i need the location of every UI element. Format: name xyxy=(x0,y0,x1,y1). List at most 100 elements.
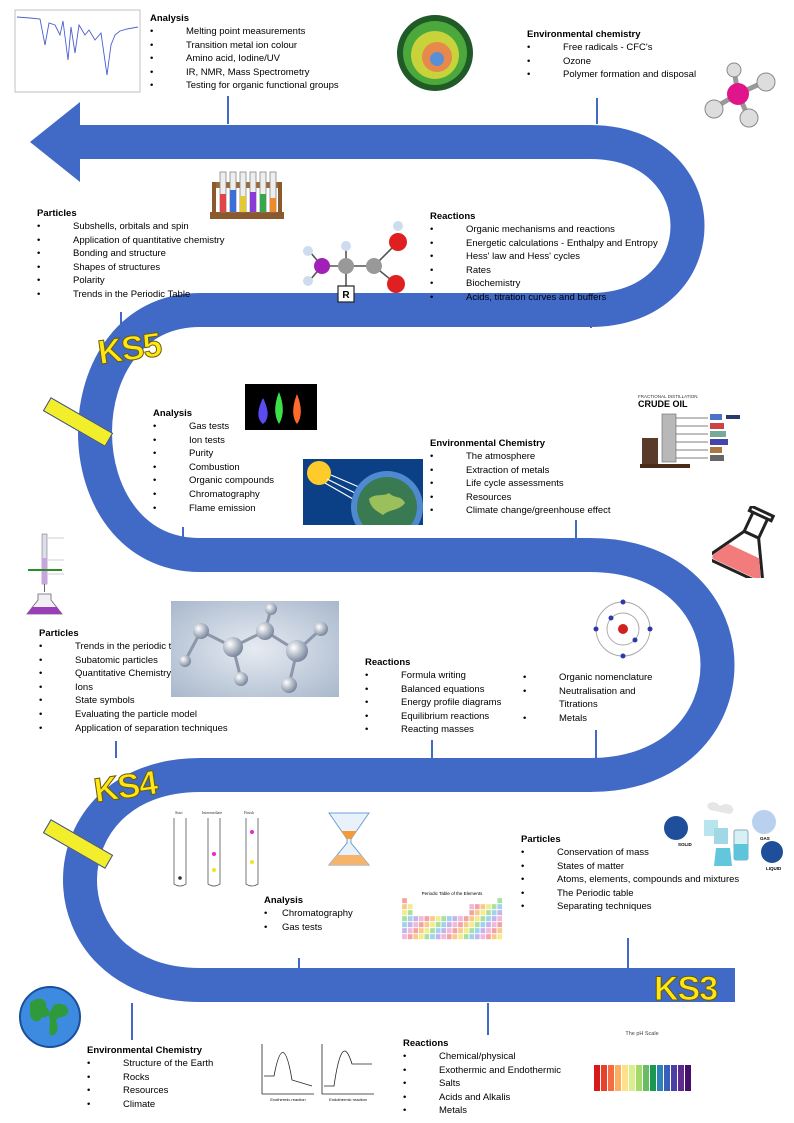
ph-colour-bar xyxy=(678,1065,684,1091)
periodic-table-cell xyxy=(446,921,452,928)
ks5-reactions-title: Reactions xyxy=(430,211,476,222)
periodic-table-cell xyxy=(474,903,480,910)
ks4-environmental: Environmental Chemistry The atmosphere E… xyxy=(430,438,611,518)
list-item: Metals xyxy=(403,1104,561,1118)
list-item: Rocks xyxy=(87,1071,213,1085)
periodic-table-cell xyxy=(418,921,424,928)
periodic-table-cell xyxy=(491,909,497,916)
periodic-table-cell xyxy=(452,921,458,928)
list-item: Polymer formation and disposal xyxy=(527,68,696,82)
periodic-table-cell xyxy=(424,927,430,934)
list-item: Metals xyxy=(523,712,659,726)
list-item: Ion tests xyxy=(153,434,274,448)
list-item: Melting point measurements xyxy=(150,25,339,39)
periodic-table-cell xyxy=(435,915,441,922)
list-item: Trends in the Periodic Table xyxy=(37,288,225,302)
periodic-table-cell xyxy=(401,915,408,922)
periodic-table-cell xyxy=(474,915,480,922)
periodic-table-cell xyxy=(497,909,503,916)
ph-colour-bar xyxy=(594,1065,600,1091)
ph-colour-bar xyxy=(636,1065,642,1091)
list-item: The Periodic table xyxy=(521,887,739,901)
list-item: Flame emission xyxy=(153,502,274,516)
ph-scale-title: The pH Scale xyxy=(625,1031,658,1037)
list-item: Application of quantitative chemistry xyxy=(37,234,225,248)
list-item: Atoms, elements, compounds and mixtures xyxy=(521,873,739,887)
ph-colour-bar xyxy=(629,1065,635,1091)
list-item: Energetic calculations - Enthalpy and En… xyxy=(430,237,658,251)
list-item: States of matter xyxy=(521,860,739,874)
list-item: Separating techniques xyxy=(521,900,739,914)
list-item: Life cycle assessments xyxy=(430,477,611,491)
road-arrow-head xyxy=(30,102,80,182)
periodic-table-cell xyxy=(480,903,486,910)
ks3-environmental-title: Environmental Chemistry xyxy=(87,1045,203,1056)
periodic-table-cell xyxy=(429,921,436,928)
list-item: Exothermic and Endothermic xyxy=(403,1064,561,1078)
list-item: Organic compounds xyxy=(153,474,274,488)
periodic-table-cell xyxy=(446,933,452,940)
periodic-table-cell xyxy=(424,933,430,940)
list-item: Purity xyxy=(153,447,274,461)
list-item: The atmosphere xyxy=(430,450,611,464)
ks3-reactions: Reactions Chemical/physical Exothermic a… xyxy=(403,1038,561,1118)
periodic-table-cell xyxy=(469,933,475,940)
periodic-table-cell xyxy=(491,933,497,940)
periodic-table-cell xyxy=(441,915,447,922)
periodic-table-cell xyxy=(401,897,408,904)
periodic-table-cell xyxy=(435,927,441,934)
fractional-distillation-label: FRACTIONAL DISTILLATION xyxy=(638,394,698,399)
periodic-table-cell xyxy=(407,933,413,940)
list-item: Balanced equations xyxy=(365,683,501,697)
periodic-table-cell xyxy=(441,927,447,934)
periodic-table-title: Periodic Table of the Elements xyxy=(422,891,483,896)
earth-globe-icon xyxy=(19,986,81,1048)
periodic-table-cell xyxy=(474,909,480,916)
list-item: Organic nomenclature xyxy=(523,671,659,685)
list-item: Gas tests xyxy=(264,921,353,935)
list-item: Combustion xyxy=(153,461,274,475)
molecular-network-image xyxy=(171,601,339,697)
molecule-model-image xyxy=(704,62,776,128)
periodic-table-cell xyxy=(418,915,424,922)
test-tube-rack-image xyxy=(210,171,284,219)
distillation-diagram: FRACTIONAL DISTILLATION CRUDE OIL xyxy=(638,394,740,468)
ks5-analysis-title: Analysis xyxy=(150,13,190,24)
list-item: Organic mechanisms and reactions xyxy=(430,223,658,237)
list-item: Gas tests xyxy=(153,420,274,434)
list-item: Ions xyxy=(39,681,228,695)
periodic-table-cell xyxy=(463,915,469,922)
list-item: Chromatography xyxy=(153,488,274,502)
periodic-table-cell xyxy=(446,927,452,934)
ks5-analysis: Analysis Melting point measurements Tran… xyxy=(150,13,339,93)
periodic-table-cell xyxy=(485,915,492,922)
list-item: Trends in the periodic table xyxy=(39,640,228,654)
list-item: Evaluating the particle model xyxy=(39,708,228,722)
list-item: Climate xyxy=(87,1098,213,1112)
energy-profile-image: Exothermic reaction Endothermic reaction xyxy=(261,1044,374,1102)
ks4-particles-title: Particles xyxy=(39,628,79,639)
periodic-table-cell xyxy=(463,927,469,934)
atom-model-icon xyxy=(593,599,653,659)
periodic-table-cell xyxy=(413,927,419,934)
ph-colour-bar xyxy=(664,1065,670,1091)
list-item: Bonding and structure xyxy=(37,247,225,261)
ph-colour-bar xyxy=(622,1065,628,1091)
list-item: Climate change/greenhouse effect xyxy=(430,504,611,518)
list-item: Resources xyxy=(430,491,611,505)
ks5-environmental-title: Environmental chemistry xyxy=(527,29,641,40)
periodic-table-cell xyxy=(491,927,497,934)
ks5-reactions: Reactions Organic mechanisms and reactio… xyxy=(430,211,658,305)
periodic-table-cell xyxy=(452,915,458,922)
periodic-table-cell xyxy=(401,903,408,910)
list-item: Amino acid, Iodine/UV xyxy=(150,52,339,66)
ks4-particles: Particles Trends in the periodic table S… xyxy=(39,628,228,735)
periodic-table-cell xyxy=(413,933,419,940)
ozone-globe-image xyxy=(397,15,473,91)
periodic-table-cell xyxy=(452,933,458,940)
periodic-table-cell xyxy=(429,915,436,922)
list-item: Acids and Alkalis xyxy=(403,1091,561,1105)
ph-colour-bar xyxy=(601,1065,607,1091)
periodic-table-cell xyxy=(485,933,492,940)
states-of-matter-diagram: SOLID GAS LIQUID xyxy=(664,802,783,871)
